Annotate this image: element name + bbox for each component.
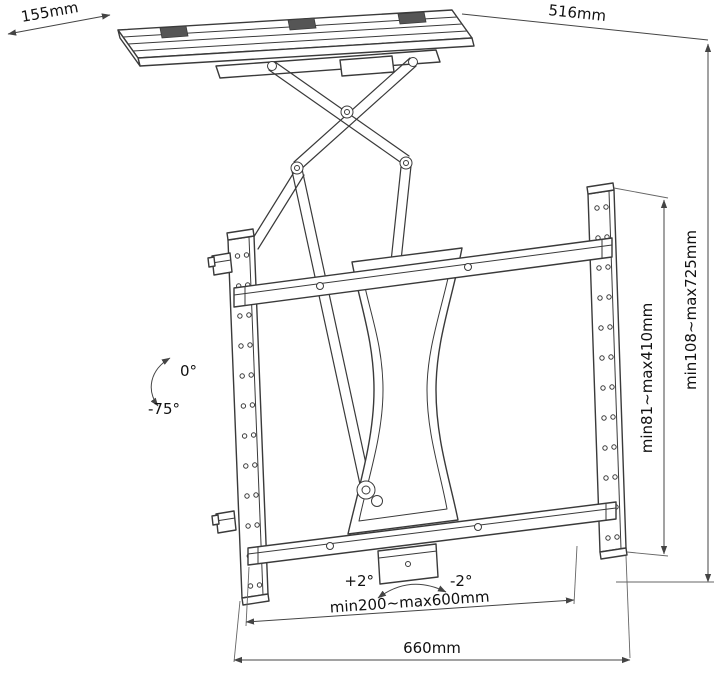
vesa-hole [606, 294, 612, 300]
swivel-neg-label: -2° [450, 572, 472, 590]
vesa-hole [247, 583, 254, 589]
vesa-hole [603, 475, 609, 481]
swivel-pos-label: +2° [344, 572, 374, 590]
vesa-hole [244, 493, 250, 499]
rail-height-label: min81~max410mm [638, 303, 656, 453]
vesa-hole [243, 463, 249, 469]
vesa-hole [611, 444, 617, 450]
vesa-hole [241, 433, 248, 439]
plate-clamp-left [159, 25, 189, 39]
vesa-hole [605, 535, 611, 541]
vesa-hole [601, 415, 607, 421]
rail-clamp-bottom [211, 510, 237, 534]
vesa-hole [240, 403, 247, 409]
upper-crossbar [233, 237, 613, 308]
tilt-max-label: 0° [180, 362, 197, 380]
vesa-hole [239, 373, 245, 379]
pivot-top-left [267, 61, 277, 71]
vesa-hole [247, 342, 253, 348]
vesa-hole [614, 534, 620, 540]
vesa-hole [250, 432, 257, 438]
overall-width-label: 660mm [403, 639, 461, 657]
vesa-hole [252, 462, 258, 468]
vesa-hole [607, 324, 613, 330]
bottom-pivot [356, 480, 383, 507]
rail-clamp-top [207, 252, 233, 276]
dimension-plate-width: 516mm [461, 1, 709, 41]
vesa-hole [596, 265, 602, 271]
motor-unit [377, 543, 439, 585]
vesa-hole [249, 402, 256, 408]
plate-width-label: 516mm [548, 1, 607, 25]
swivel-angle-annotation: +2° -2° [344, 572, 472, 599]
dimension-rail-height: min81~max410mm [613, 187, 669, 557]
vesa-hole [599, 355, 605, 361]
ceiling-plate [117, 9, 475, 79]
vesa-hole [602, 445, 608, 451]
vesa-hole [594, 205, 600, 211]
vesa-hole [254, 522, 260, 528]
vesa-hole [246, 312, 252, 318]
pivot-top-right [408, 57, 418, 67]
vesa-hole [238, 343, 244, 349]
vesa-hole [610, 414, 616, 420]
vesa-hole [248, 372, 254, 378]
vesa-hole [245, 523, 251, 529]
vesa-hole [598, 325, 604, 331]
vesa-hole [603, 204, 609, 210]
dimension-drop-height: min108~max725mm [616, 43, 714, 583]
center-plate [347, 247, 463, 535]
vesa-hole [256, 582, 263, 588]
drop-height-label: min108~max725mm [682, 230, 700, 390]
dimension-overall-width: 660mm [233, 555, 631, 664]
tilt-angle-annotation: 0° -75° [148, 357, 197, 418]
plate-clamp-center [287, 17, 317, 31]
vesa-hole [253, 492, 259, 498]
vesa-hole [597, 295, 603, 301]
vesa-hole [237, 313, 243, 319]
vesa-hole [612, 474, 618, 480]
bracket-width-label: min200~max600mm [329, 587, 490, 616]
motor-bracket [339, 55, 395, 77]
vesa-hole [243, 252, 250, 258]
plate-clamp-right [397, 11, 427, 25]
vesa-hole [609, 384, 615, 390]
vesa-hole [234, 253, 241, 259]
vesa-hole [605, 264, 611, 270]
tilt-min-label: -75° [148, 400, 180, 418]
lower-crossbar [247, 501, 617, 566]
vesa-hole [608, 354, 614, 360]
dimension-plate-depth: 155mm [7, 0, 111, 36]
vesa-hole [600, 385, 606, 391]
right-vesa-rail [586, 182, 628, 560]
